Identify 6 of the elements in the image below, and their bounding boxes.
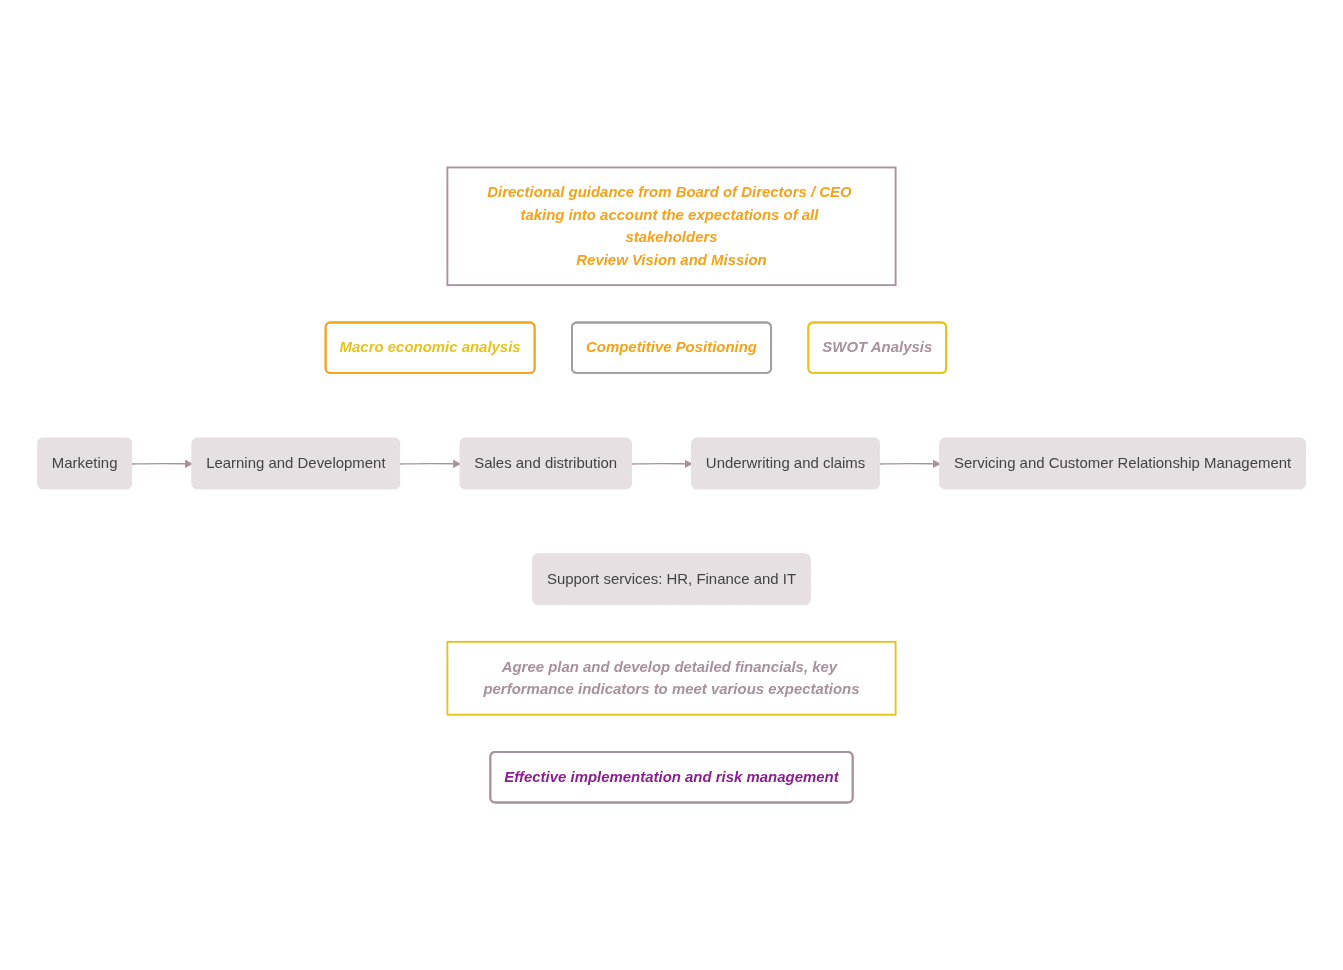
node-box: Agree plan and develop detailed financials, key performance indicators to meet various expectations xyxy=(446,640,897,716)
arrow xyxy=(879,459,941,468)
arrow xyxy=(131,459,193,468)
arrow xyxy=(630,459,693,468)
node-box: Directional guidance from Board of Directors / CEO taking into account the expectations of all stakeholders Review Vision and Mission xyxy=(446,166,897,287)
arrow xyxy=(399,459,462,468)
